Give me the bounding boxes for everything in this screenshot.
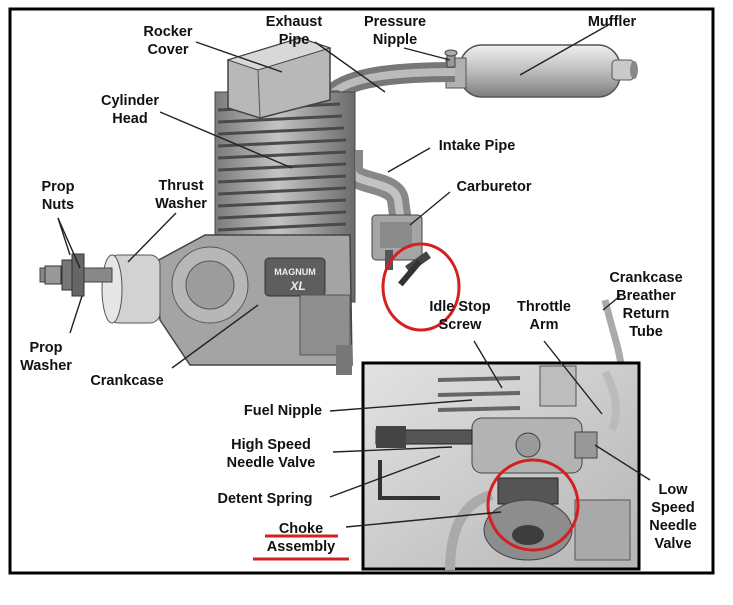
label-rocker-cover: Rocker Cover bbox=[143, 24, 193, 58]
inset-detent-spring bbox=[378, 460, 440, 500]
leader-lines bbox=[57, 23, 651, 528]
label-intake-pipe: Intake Pipe bbox=[438, 138, 516, 154]
label-prop-washer: Prop Washer bbox=[20, 340, 72, 374]
label-detent-spring: Detent Spring bbox=[217, 491, 313, 507]
label-low-speed-needle-valve: Low Speed Needle Valve bbox=[649, 482, 697, 552]
thrust-washer-shape bbox=[101, 254, 161, 324]
outer-frame bbox=[8, 7, 715, 575]
label-choke-assembly: Choke Assembly bbox=[266, 521, 336, 555]
pressure-nipple-shape bbox=[444, 49, 458, 68]
label-fuel-nipple: Fuel Nipple bbox=[243, 403, 323, 419]
inset-fins bbox=[437, 376, 521, 412]
label-muffler: Muffler bbox=[587, 14, 637, 30]
label-cylinder-head: Cylinder Head bbox=[100, 93, 159, 127]
badge-line2: XL bbox=[289, 279, 305, 293]
badge-line1: MAGNUM bbox=[274, 267, 316, 277]
label-idle-stop-screw: Idle Stop Screw bbox=[429, 299, 491, 333]
carburetor-highlight-circle bbox=[381, 242, 461, 332]
carburetor-shape bbox=[371, 214, 431, 287]
label-high-speed-needle-valve: High Speed Needle Valve bbox=[226, 437, 316, 471]
magnum-badge: MAGNUM XL bbox=[274, 267, 316, 293]
muffler-shape bbox=[445, 44, 638, 98]
prop-shaft-shape bbox=[39, 253, 113, 297]
label-carburetor: Carburetor bbox=[456, 179, 532, 195]
label-crankcase-breather-return-tube: Crankcase Breather Return Tube bbox=[609, 270, 683, 340]
inset-panel bbox=[361, 361, 641, 571]
choke-highlight-circle bbox=[486, 458, 580, 552]
label-thrust-washer: Thrust Washer bbox=[155, 178, 207, 212]
label-throttle-arm: Throttle Arm bbox=[517, 299, 571, 333]
label-crankcase: Crankcase bbox=[90, 373, 164, 389]
crankcase-shape bbox=[154, 234, 353, 375]
label-exhaust-pipe: Exhaust Pipe bbox=[265, 14, 323, 48]
label-prop-nuts: Prop Nuts bbox=[41, 179, 75, 213]
label-pressure-nipple: Pressure Nipple bbox=[363, 14, 427, 48]
